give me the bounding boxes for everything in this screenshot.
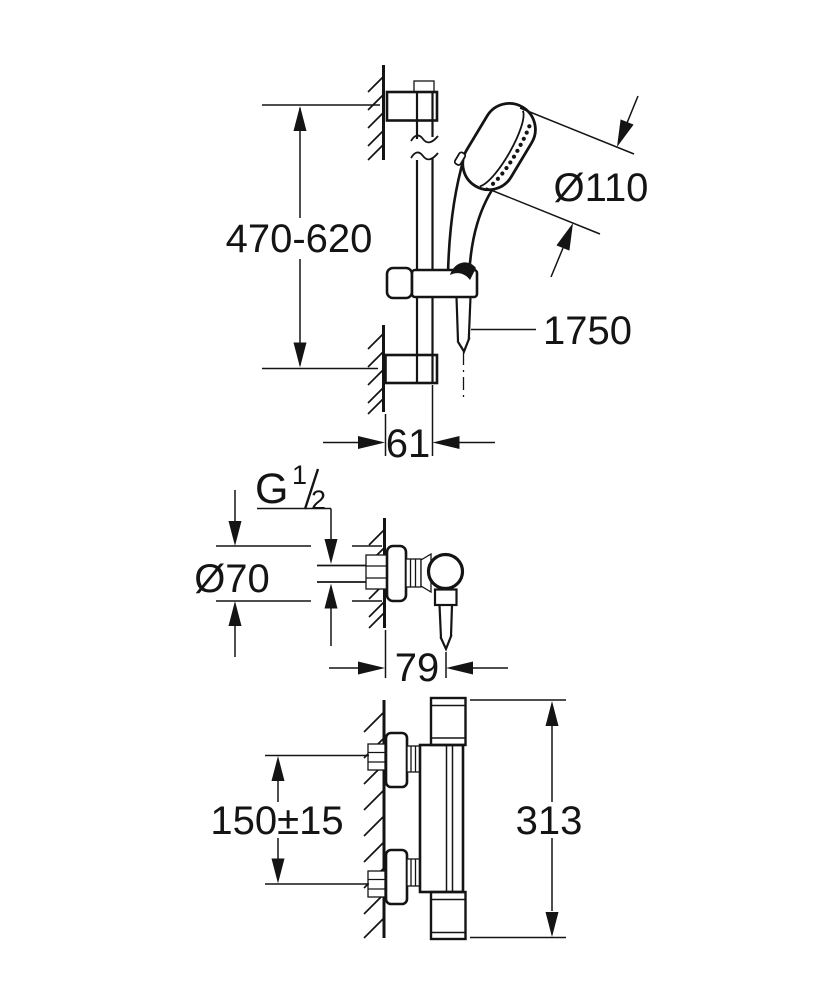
inlet-nut (367, 743, 386, 771)
dimension-arrow-up (324, 583, 338, 609)
escutcheon-diameter-label: Ø70 (194, 557, 270, 601)
mixer-inlet-pipe (317, 564, 367, 583)
thermostat-handle-top (429, 696, 467, 747)
spray-mode-button (453, 151, 467, 166)
rail-break-lower (410, 151, 439, 161)
inlet-nut (367, 870, 386, 898)
dimension-arrow-oblique (617, 119, 634, 147)
inlet-spacing-label: 150±15 (210, 799, 343, 843)
hose-coupling-nut (433, 588, 458, 607)
view-shower-mixer: G 1 2 Ø70 79 (194, 460, 508, 690)
rail-holder (385, 262, 479, 300)
dim-head-diameter: Ø110 (485, 95, 649, 278)
wall-mount-top (367, 65, 385, 161)
dim-escutcheon-diameter: Ø70 (194, 490, 382, 657)
dimension-arrow-up (228, 601, 242, 626)
head-diameter-label: Ø110 (554, 166, 649, 210)
thermostat-body (418, 743, 465, 894)
dimension-arrow-up (293, 106, 307, 131)
view-thermostat: 150±15 313 (210, 696, 583, 941)
bracket-cap (413, 80, 435, 93)
dim-wall-offset: 61 (323, 385, 495, 466)
dimension-arrow-up (271, 756, 285, 781)
dimension-arrow-down (545, 912, 559, 937)
spray-face-edge (479, 110, 525, 188)
thread-prefix-label: G (255, 465, 288, 513)
inlet-escutcheon (384, 731, 409, 789)
inlet-connection-top (367, 731, 421, 789)
wall-hatching (367, 333, 384, 415)
handle-cone-shadow (450, 262, 476, 280)
rail-break-upper (410, 134, 439, 144)
dim-hose-length: 1750 (471, 309, 632, 353)
knurl-grip (432, 900, 464, 931)
inlet-hex (406, 858, 421, 887)
wall-thermostat (363, 700, 386, 939)
dimension-arrow-oblique (556, 223, 573, 251)
mixer-depth-label: 79 (395, 646, 440, 690)
dim-mixer-depth: 79 (329, 630, 508, 690)
mixer-hose (438, 604, 454, 652)
thread-numerator-label: 1 (292, 460, 307, 490)
rail-bracket-top (385, 80, 439, 122)
inlet-connection-bottom (367, 848, 421, 906)
hose-break-cut (439, 634, 453, 652)
mixer-escutcheon (385, 544, 408, 603)
holder-knob (385, 266, 414, 300)
holder-body (410, 268, 479, 299)
inlet-escutcheon (384, 848, 409, 906)
dimension-arrow-down (324, 539, 338, 564)
mixer-adapter (405, 552, 432, 594)
rail-bracket-bottom (384, 353, 439, 385)
view-shower-rail-set: 470-620 Ø110 1750 61 (226, 65, 649, 466)
dimension-arrow-right (358, 661, 385, 675)
fraction-slash (303, 468, 320, 510)
shower-hose (455, 296, 472, 354)
hose-break-cut (456, 337, 471, 354)
dim-rail-height: 470-620 (226, 104, 380, 370)
bracket-body (385, 90, 439, 122)
glide-rail (410, 93, 439, 383)
dimension-arrow-up (545, 701, 559, 726)
hose-length-label: 1750 (543, 309, 632, 353)
dim-thread-size: G 1 2 (255, 460, 338, 646)
dimension-arrow-down (271, 858, 285, 884)
knurl-grip (432, 706, 464, 737)
overall-width-label: 313 (516, 799, 583, 843)
rail-height-label: 470-620 (226, 217, 373, 261)
shower-head-outline (461, 102, 537, 192)
dimension-arrow-right (358, 436, 385, 449)
mixer-wall-nut (365, 554, 388, 590)
adapter-cone (420, 552, 432, 594)
hand-shower (446, 102, 537, 278)
dim-overall-width: 313 (470, 699, 583, 939)
dimension-arrow-left (432, 436, 460, 449)
spray-face-dots (490, 124, 532, 186)
inlet-hex (406, 745, 421, 773)
wall-hatching (367, 76, 384, 161)
mixer-knob (426, 552, 465, 591)
thermostat-handle-bottom (429, 890, 467, 941)
dim-inlet-spacing: 150±15 (210, 754, 369, 885)
wall-offset-label: 61 (386, 422, 431, 466)
dimension-arrow-down (293, 342, 307, 368)
dimension-arrow-left (446, 661, 473, 675)
thread-denominator-label: 2 (311, 485, 326, 515)
wall-mount-bottom (367, 325, 385, 415)
dimension-arrow-down (228, 521, 242, 546)
shower-head (453, 102, 537, 192)
